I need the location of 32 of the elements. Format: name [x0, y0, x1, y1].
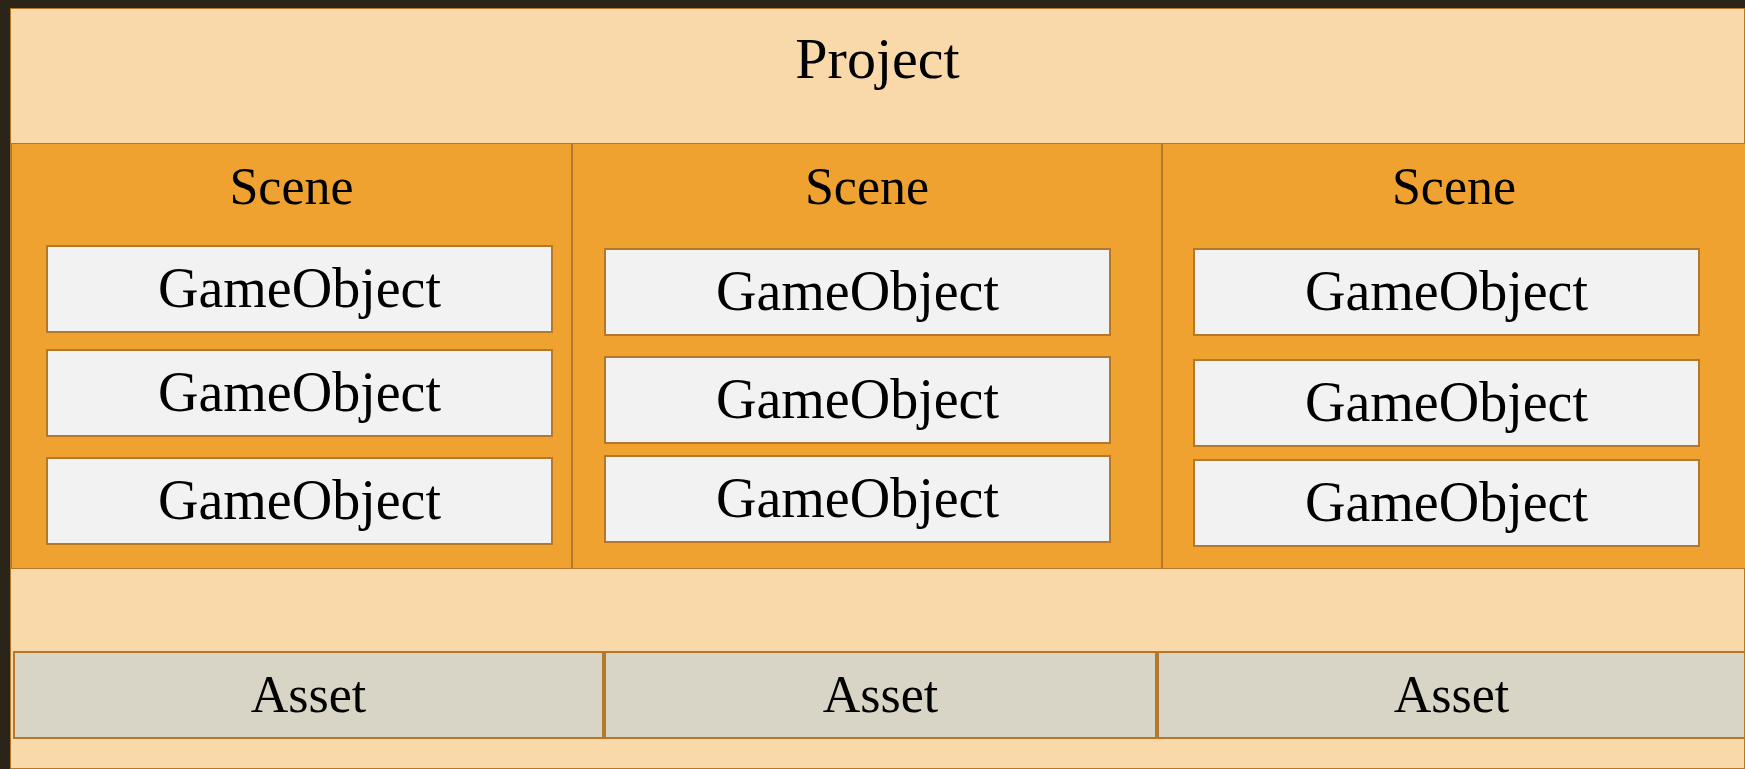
game-object-box	[604, 356, 1111, 444]
game-object-box	[604, 248, 1111, 336]
box-label: GameObject	[157, 362, 442, 424]
panel-title: Scene	[1390, 158, 1518, 216]
game-object-box	[1193, 359, 1700, 447]
box-label: GameObject	[715, 369, 1000, 431]
scene-panel	[11, 143, 572, 569]
game-object-box	[46, 349, 553, 437]
box-label: GameObject	[715, 261, 1000, 323]
asset-box	[604, 651, 1157, 739]
box-label: GameObject	[1304, 372, 1589, 434]
panel-title: Project	[794, 27, 961, 91]
box-label: Asset	[1392, 666, 1511, 724]
box-label: Asset	[821, 666, 940, 724]
game-object-box	[46, 245, 553, 333]
box-label: Asset	[249, 666, 368, 724]
box-label: GameObject	[715, 468, 1000, 530]
asset-box	[1157, 651, 1745, 739]
game-object-box	[1193, 248, 1700, 336]
project-panel	[10, 8, 1745, 769]
panel-title: Scene	[228, 158, 355, 216]
scene-panel	[1162, 143, 1745, 569]
box-label: GameObject	[1304, 472, 1589, 534]
box-label: GameObject	[157, 258, 442, 320]
game-object-box	[1193, 459, 1700, 547]
box-label: GameObject	[1304, 261, 1589, 323]
game-object-box	[604, 455, 1111, 543]
asset-box	[13, 651, 604, 739]
game-object-box	[46, 457, 553, 545]
panel-title: Scene	[803, 158, 931, 216]
scene-panel	[572, 143, 1162, 569]
box-label: GameObject	[157, 470, 442, 532]
